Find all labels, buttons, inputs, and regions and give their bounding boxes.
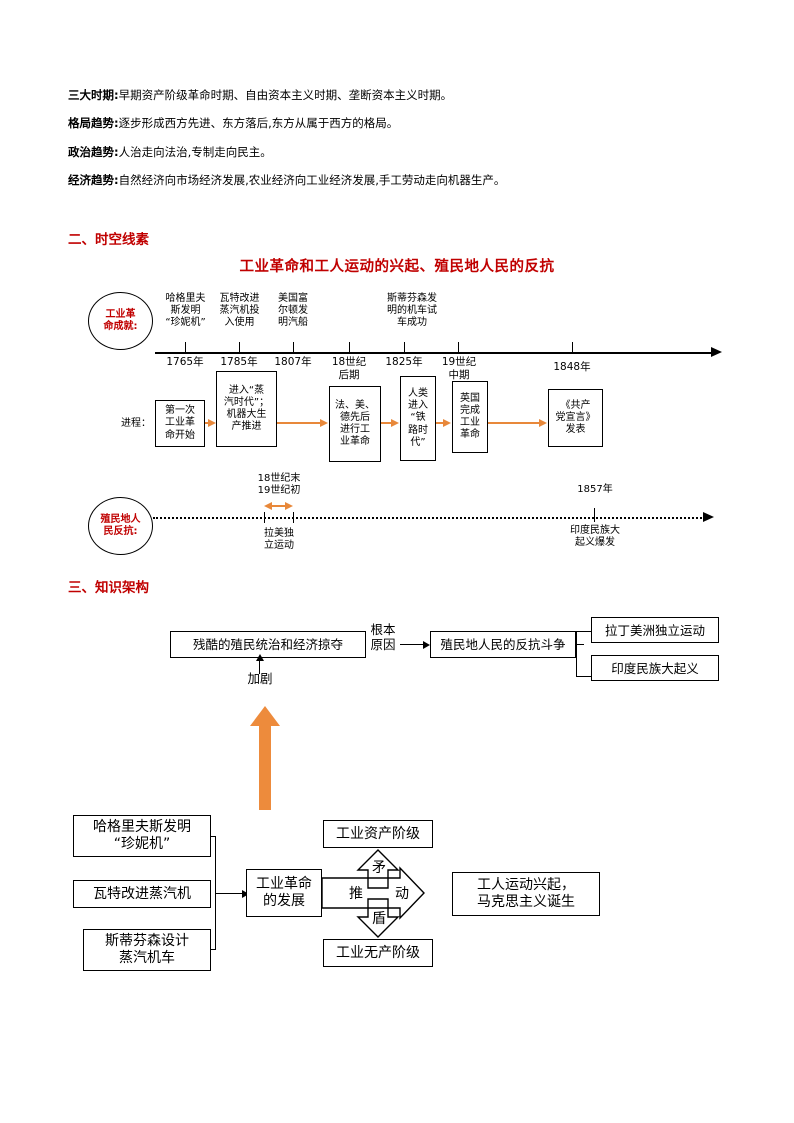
process-box: 进入“蒸 汽时代”； 机器大生 产推进 <box>216 371 277 447</box>
outcome-bracket-stub <box>576 644 584 646</box>
section-heading-three: 三、知识架构 <box>68 580 149 596</box>
resistance-period-event: 拉美独 立运动 <box>264 528 294 552</box>
intro-paragraphs: 三大时期:早期资产阶级革命时期、自由资本主义时期、垄断资本主义时期。 格局趋势:… <box>68 88 728 202</box>
process-box: 法、美、 德先后 进行工 业革命 <box>329 386 381 462</box>
intensify-arrow <box>254 654 266 674</box>
timeline-tick <box>572 342 573 352</box>
timeline-year: 1785年 <box>220 356 258 368</box>
big-orange-arrow-shaft <box>259 724 271 810</box>
resistance-tick <box>264 512 265 523</box>
cause-box: 残酷的殖民统治和经济掠夺 <box>170 631 366 658</box>
process-box: 《共产 党宣言》 发表 <box>548 389 603 447</box>
resistance-tick <box>293 512 294 523</box>
intro-line: 经济趋势:自然经济向市场经济发展,农业经济向工业经济发展,手工劳动走向机器生产。 <box>68 173 728 187</box>
intro-label: 格局趋势: <box>68 116 119 131</box>
intro-text: 早期资产阶级革命时期、自由资本主义时期、垄断资本主义时期。 <box>118 88 453 102</box>
badge-colonial-resistance: 殖民地人 民反抗: <box>88 497 153 555</box>
invention-to-center-arrow <box>215 888 249 900</box>
resistance-tick <box>594 508 595 522</box>
outcome-box: 拉丁美洲独立运动 <box>591 617 719 643</box>
timeline-title: 工业革命和工人运动的兴起、殖民地人民的反抗 <box>239 259 555 275</box>
result-box: 工人运动兴起， 马克思主义诞生 <box>452 872 600 916</box>
intensify-label: 加剧 <box>247 671 273 686</box>
conflict-top-label: 矛 <box>372 860 386 876</box>
invention-box: 哈格里夫斯发明 “珍妮机” <box>73 815 211 857</box>
big-orange-arrow-head <box>250 706 280 726</box>
cause-link-label: 根本 原因 <box>370 622 396 652</box>
intro-label: 政治趋势: <box>68 144 119 159</box>
timeline-axis-resistance <box>153 517 706 519</box>
intro-text: 逐步形成西方先进、东方落后,东方从属于西方的格局。 <box>118 116 399 131</box>
process-connector-arrow <box>205 418 216 428</box>
class-bottom-box: 工业无产阶级 <box>323 939 433 967</box>
invention-bracket-bottom <box>211 949 216 951</box>
intro-line: 政治趋势:人治走向法治,专制走向民主。 <box>68 145 728 159</box>
timeline-event-label: 瓦特改进 蒸汽机投 入使用 <box>219 293 260 329</box>
intro-text: 自然经济向市场经济发展,农业经济向工业经济发展,手工劳动走向机器生产。 <box>118 173 506 188</box>
invention-box: 斯蒂芬森设计 蒸汽机车 <box>83 929 211 971</box>
process-connector-arrow <box>436 418 451 428</box>
timeline-tick <box>239 342 240 352</box>
outcome-bracket-bottom <box>576 676 592 678</box>
conflict-bottom-label: 盾 <box>372 911 386 927</box>
timeline-year: 1807年 <box>274 356 312 368</box>
process-box: 第一次 工业革 命开始 <box>155 400 205 447</box>
timeline-event-label: 美国富 尔顿发 明汽船 <box>278 293 308 329</box>
class-top-box: 工业资产阶级 <box>323 820 433 848</box>
process-box: 英国 完成 工业 革命 <box>452 381 488 453</box>
timeline-event-label: 哈格里夫 斯发明 “珍妮机” <box>165 293 206 329</box>
process-connector-arrow <box>381 418 399 428</box>
process-connector-arrow <box>488 418 547 428</box>
badge-label: 工业革 命成就: <box>103 308 138 333</box>
process-label: 进程： <box>121 418 151 429</box>
cause-to-effect-arrow <box>400 639 430 651</box>
timeline-event-label: 斯蒂芬森发 明的机车试 车成功 <box>387 293 437 329</box>
outcome-box: 印度民族大起义 <box>591 655 719 681</box>
timeline-year: 1825年 <box>385 356 423 368</box>
timeline-tick <box>293 342 294 352</box>
badge-industrial-achievements: 工业革 命成就: <box>88 292 153 350</box>
center-box: 工业革命 的发展 <box>246 869 322 917</box>
timeline-axis-resistance-arrowhead <box>703 511 714 522</box>
move-label: 动 <box>395 886 409 902</box>
intro-label: 经济趋势: <box>68 173 119 188</box>
push-label: 推 <box>349 886 363 902</box>
big-orange-arrow <box>250 706 280 812</box>
timeline-tick <box>458 342 459 352</box>
timeline-tick <box>349 342 350 352</box>
timeline-tick <box>404 342 405 352</box>
intro-text: 人治走向法治,专制走向民主。 <box>118 144 272 159</box>
timeline-year: 1848年 <box>553 361 591 373</box>
timeline-axis-main <box>155 352 712 354</box>
timeline-year: 1765年 <box>166 356 204 368</box>
timeline-year: 19世纪 中期 <box>441 356 477 381</box>
effect-box: 殖民地人民的反抗斗争 <box>430 631 576 658</box>
resistance-year-label: 1857年 <box>577 484 613 495</box>
badge-label: 殖民地人 民反抗: <box>100 513 141 538</box>
timeline-tick <box>185 342 186 352</box>
timeline-year: 18世纪 后期 <box>331 356 367 381</box>
intro-line: 三大时期:早期资产阶级革命时期、自由资本主义时期、垄断资本主义时期。 <box>68 88 728 102</box>
outcome-bracket-vertical <box>576 631 578 677</box>
resistance-period-range-arrow <box>264 501 293 511</box>
intro-line: 格局趋势:逐步形成西方先进、东方落后,东方从属于西方的格局。 <box>68 116 728 130</box>
process-connector-arrow <box>277 418 328 428</box>
invention-box: 瓦特改进蒸汽机 <box>73 880 211 908</box>
invention-bracket-top <box>211 835 216 837</box>
resistance-period-label: 18世纪末 19世纪初 <box>257 473 301 497</box>
process-box: 人类 进入 “铁 路时 代” <box>400 376 436 461</box>
intro-label: 三大时期: <box>68 88 119 102</box>
resistance-year-event: 印度民族大 起义爆发 <box>570 525 620 549</box>
outcome-bracket-top <box>576 630 592 632</box>
timeline-axis-arrowhead <box>711 346 722 357</box>
section-heading-two: 二、时空线素 <box>68 232 149 248</box>
